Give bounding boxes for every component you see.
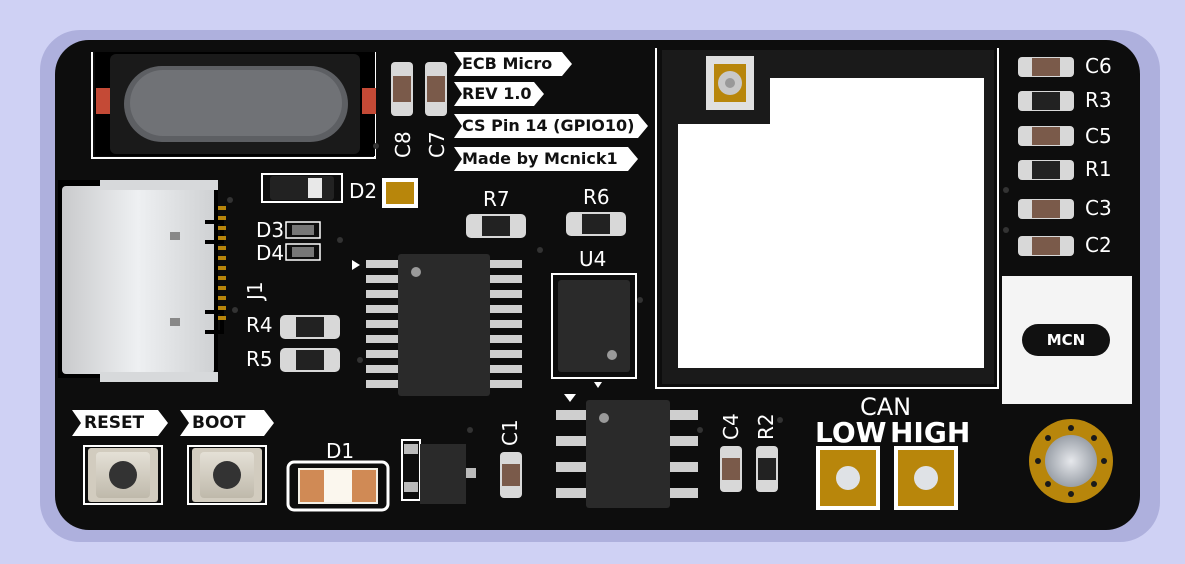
ref-r1: R1	[1085, 157, 1112, 181]
can-high-label: HIGH	[890, 416, 971, 449]
mcn-logo: MCN	[1022, 324, 1110, 356]
ref-r3: R3	[1085, 88, 1112, 112]
ref-d1: D1	[326, 439, 355, 463]
ref-d3: D3	[256, 218, 285, 242]
reset-switch	[83, 445, 163, 505]
resistor-r7	[466, 214, 526, 238]
ic-ssop	[352, 254, 522, 396]
tag-revision: REV 1.0	[454, 82, 544, 106]
oscillator-component	[91, 52, 376, 159]
capacitor-c7	[425, 62, 447, 116]
tag-author: Made by Mcnick1	[454, 147, 638, 171]
ref-j1: J1	[243, 281, 267, 300]
ref-r7: R7	[483, 187, 510, 211]
can-title: CAN	[860, 393, 912, 421]
boot-label: BOOT	[180, 410, 274, 436]
ref-u4: U4	[579, 247, 607, 271]
usb-c-connector	[58, 180, 226, 382]
capacitor-c1	[500, 452, 522, 498]
ref-c4: C4	[719, 413, 743, 440]
capacitor-c8	[391, 62, 413, 116]
tag-cs-pin: CS Pin 14 (GPIO10)	[454, 114, 648, 138]
led-d3	[285, 221, 321, 239]
capacitor-c4	[720, 446, 742, 492]
ref-c8: C8	[391, 131, 415, 158]
can-high-pad	[894, 446, 958, 510]
right-passives	[1018, 57, 1074, 256]
voltage-regulator	[401, 439, 476, 504]
ref-c3: C3	[1085, 196, 1112, 220]
reset-label: RESET	[72, 410, 168, 436]
led-d1	[286, 460, 390, 512]
resistor-r2	[756, 446, 778, 492]
wifi-module	[655, 48, 999, 389]
tag-board-name: ECB Micro	[454, 52, 572, 76]
ref-c5: C5	[1085, 124, 1112, 148]
ic-u4	[551, 273, 637, 388]
ref-c6: C6	[1085, 54, 1112, 78]
can-low-pad	[816, 446, 880, 510]
ref-d4: D4	[256, 241, 285, 265]
diode-d2	[261, 173, 343, 203]
resistor-r6	[566, 212, 626, 236]
mounting-hole	[1029, 419, 1113, 503]
resistor-r5	[280, 348, 340, 372]
ref-c2: C2	[1085, 233, 1112, 257]
ic-soic8	[556, 394, 698, 508]
boot-switch	[187, 445, 267, 505]
led-d4	[285, 243, 321, 261]
ref-r5: R5	[246, 347, 273, 371]
ref-r4: R4	[246, 313, 273, 337]
can-low-label: LOW	[815, 416, 887, 449]
ref-d2: D2	[349, 179, 378, 203]
ref-r6: R6	[583, 185, 610, 209]
ref-r2: R2	[754, 413, 778, 440]
ref-c7: C7	[425, 131, 449, 158]
resistor-r4	[280, 315, 340, 339]
ref-c1: C1	[498, 419, 522, 446]
